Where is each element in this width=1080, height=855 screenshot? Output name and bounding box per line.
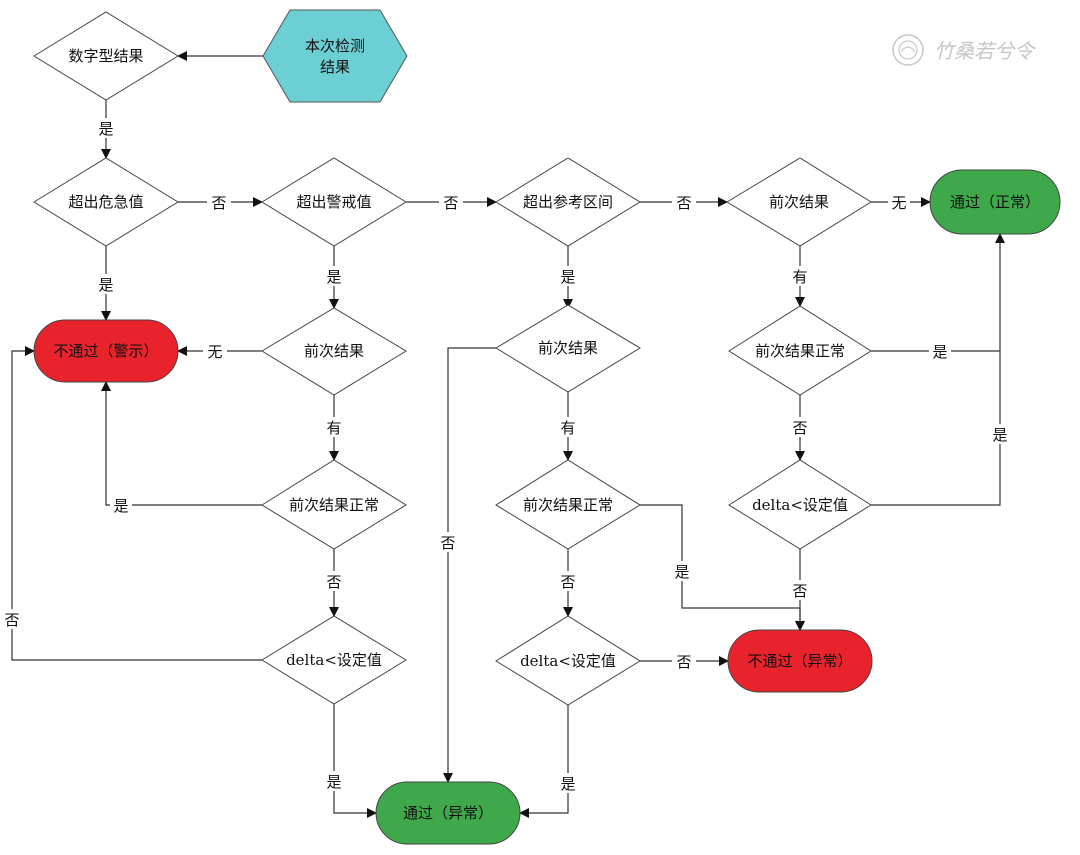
decision-exceeds-warning: 超出警戒值 <box>261 157 407 247</box>
label-no: 否 <box>440 534 455 552</box>
watermark-text: 竹桑若兮令 <box>934 39 1036 63</box>
decision-label: 前次结果正常 <box>523 496 613 514</box>
edge-norm-c-to-pass-normal <box>871 233 1005 352</box>
emblem-icon <box>892 34 924 66</box>
label-has: 有 <box>326 419 341 437</box>
label-yes: 是 <box>326 268 341 286</box>
start-label-line1: 本次检测 <box>305 37 365 55</box>
nodes: 本次检测 结果 数字型结果 超出危急值 超出警戒值 超出参考区间 前次结果 前次… <box>33 9 1061 845</box>
terminal-label: 通过（正常） <box>950 193 1040 211</box>
decision-label: 前次结果正常 <box>755 342 845 360</box>
decision-previous-result-b: 前次结果 <box>495 304 641 393</box>
decision-exceeds-reference: 超出参考区间 <box>495 157 641 247</box>
decision-previous-normal-a: 前次结果正常 <box>261 459 407 550</box>
terminal-fail-alert: 不通过（警示） <box>33 319 179 383</box>
label-yes: 是 <box>992 426 1007 444</box>
label-none: 无 <box>891 194 906 212</box>
label-no: 否 <box>792 582 807 600</box>
decision-delta-a: delta<设定值 <box>261 615 407 705</box>
label-yes: 是 <box>674 563 689 581</box>
decision-exceeds-critical: 超出危急值 <box>33 157 179 247</box>
decision-previous-normal-b: 前次结果正常 <box>495 459 641 550</box>
terminal-fail-abnormal: 不通过（异常） <box>727 629 873 693</box>
edge-delta-a-to-pass-abnormal <box>333 704 377 818</box>
decision-label: 前次结果正常 <box>289 496 379 514</box>
decision-is-numeric: 数字型结果 <box>33 11 179 101</box>
decision-label: 前次结果 <box>304 342 364 360</box>
decision-label: delta<设定值 <box>752 496 848 514</box>
label-none: 无 <box>207 343 222 361</box>
label-yes: 是 <box>560 268 575 286</box>
edge-delta-a-to-fail-alert <box>11 346 262 661</box>
label-yes: 是 <box>932 343 947 361</box>
terminal-label: 不通过（警示） <box>53 342 158 360</box>
decision-label: 超出参考区间 <box>523 193 613 211</box>
start-label-line2: 结果 <box>320 58 350 76</box>
start-node: 本次检测 结果 <box>262 9 408 103</box>
terminal-label: 通过（异常） <box>403 804 493 822</box>
label-no: 否 <box>676 653 691 671</box>
edge-labels: 是 否 是 否 是 否 是 无 无 有 是 有 有 否 是 是 否 是 否 <box>2 118 1010 793</box>
edges <box>11 51 1005 818</box>
label-no: 否 <box>560 573 575 591</box>
decision-label: 前次结果 <box>769 193 829 211</box>
label-no: 否 <box>443 194 458 212</box>
edge-delta-b-to-pass-abnormal <box>519 705 569 818</box>
label-yes: 是 <box>560 775 575 793</box>
terminal-pass-abnormal: 通过（异常） <box>375 781 521 845</box>
label-no: 否 <box>326 573 341 591</box>
label-yes: 是 <box>98 276 113 294</box>
edge-norm-a-to-fail-alert <box>101 381 262 506</box>
edge-prev-b-to-pass-abnormal <box>443 347 496 783</box>
decision-label: delta<设定值 <box>286 651 382 669</box>
watermark: 竹桑若兮令 <box>892 34 1036 66</box>
decision-label: delta<设定值 <box>520 652 616 670</box>
label-no: 否 <box>211 194 226 212</box>
decision-previous-result-c: 前次结果 <box>726 157 872 247</box>
decision-label: 超出警戒值 <box>296 193 371 211</box>
decision-delta-b: delta<设定值 <box>495 615 641 706</box>
label-yes: 是 <box>98 120 113 138</box>
label-yes: 是 <box>326 773 341 791</box>
label-has: 有 <box>792 268 807 286</box>
decision-label: 超出危急值 <box>68 193 143 211</box>
decision-delta-c: delta<设定值 <box>728 459 872 550</box>
label-yes: 是 <box>113 497 128 515</box>
label-no: 否 <box>4 611 19 629</box>
label-no: 否 <box>676 194 691 212</box>
edge-delta-c-to-pass-normal <box>871 351 1001 506</box>
decision-label: 前次结果 <box>538 339 598 357</box>
terminal-label: 不通过（异常） <box>747 652 852 670</box>
label-has: 有 <box>560 419 575 437</box>
label-no: 否 <box>792 419 807 437</box>
terminal-pass-normal: 通过（正常） <box>929 169 1061 235</box>
decision-previous-result-a: 前次结果 <box>261 307 407 396</box>
decision-label: 数字型结果 <box>68 47 143 65</box>
decision-previous-normal-c: 前次结果正常 <box>728 305 872 396</box>
